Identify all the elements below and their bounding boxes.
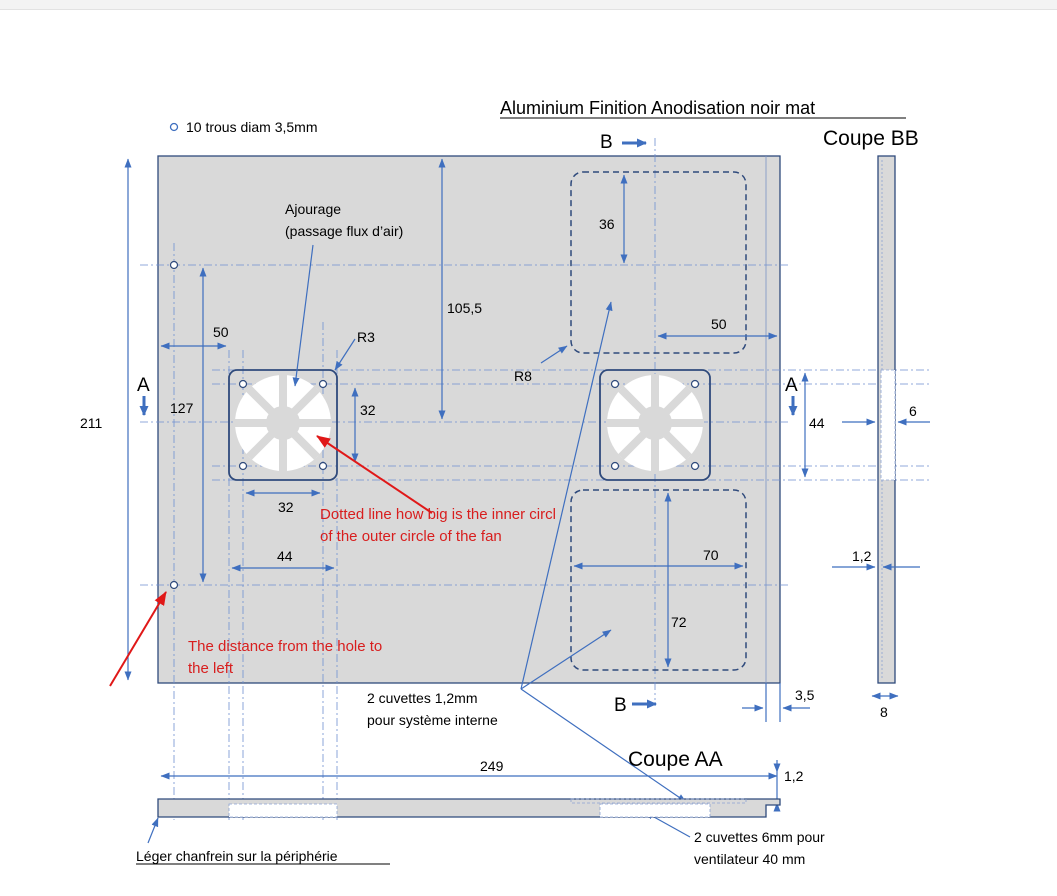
dim-44-vertical: 44 [809,415,825,431]
label-ventilateur: ventilateur 40 mm [694,851,805,867]
section-marker-a-right: A [785,375,798,396]
dim-50-left: 50 [213,324,229,340]
section-bb-view [877,155,896,684]
label-ajourage: Ajourage [285,201,341,217]
dim-105-5: 105,5 [447,300,482,316]
dim-6-bb: 6 [909,403,917,419]
label-cuvettes-6mm: 2 cuvettes 6mm pour [694,829,825,845]
label-r3: R3 [357,329,375,345]
label-r8: R8 [514,368,532,384]
annotation-dotted-line-2: of the outer circle of the fan [320,528,502,545]
section-aa-view [157,798,781,818]
section-aa-title: Coupe AA [628,748,723,771]
corner-holes [169,260,179,590]
bb-dimension-lines [832,418,930,700]
section-bb-title: Coupe BB [823,127,919,150]
dim-1-2-aa: 1,2 [784,768,804,784]
window-top-bar [0,0,1057,10]
annotation-hole-distance-2: the left [188,660,234,677]
annotation-dotted-line: Dotted line how big is the inner circl [320,506,556,523]
annotation-hole-distance: The distance from the hole to [188,638,382,655]
dim-211: 211 [80,415,103,431]
drawing-title: Aluminium Finition Anodisation noir mat [500,98,815,118]
dim-36: 36 [599,216,615,232]
pocket-bottom [570,489,747,671]
hole-legend-icon [169,122,179,132]
dim-8-bb: 8 [880,704,888,720]
label-cuvettes-sub: pour système interne [367,712,498,728]
holes-legend: 10 trous diam 3,5mm [186,119,318,135]
dim-127: 127 [170,400,194,416]
dim-3-5: 3,5 [795,687,815,703]
label-cuvettes: 2 cuvettes 1,2mm [367,690,478,706]
section-marker-b-bottom: B [614,695,627,716]
pocket-top [570,171,747,354]
dim-70: 70 [703,547,719,563]
dim-32-vertical: 32 [360,402,376,418]
dim-50-right: 50 [711,316,727,332]
dim-72: 72 [671,614,687,630]
label-ajourage-sub: (passage flux d’air) [285,223,403,239]
dimension-lines [124,158,810,844]
dim-32-horizontal: 32 [278,499,294,515]
fan-cutout-left [228,369,338,481]
fan-cutout-right [599,369,711,481]
section-marker-a-left: A [137,375,150,396]
dim-1-2-bb: 1,2 [852,548,872,564]
label-chanfrein: Léger chanfrein sur la périphérie [136,848,338,864]
red-annotation-arrows [109,435,433,687]
dim-44-horizontal: 44 [277,548,293,564]
dim-249: 249 [480,758,504,774]
section-marker-b-top: B [600,132,613,153]
